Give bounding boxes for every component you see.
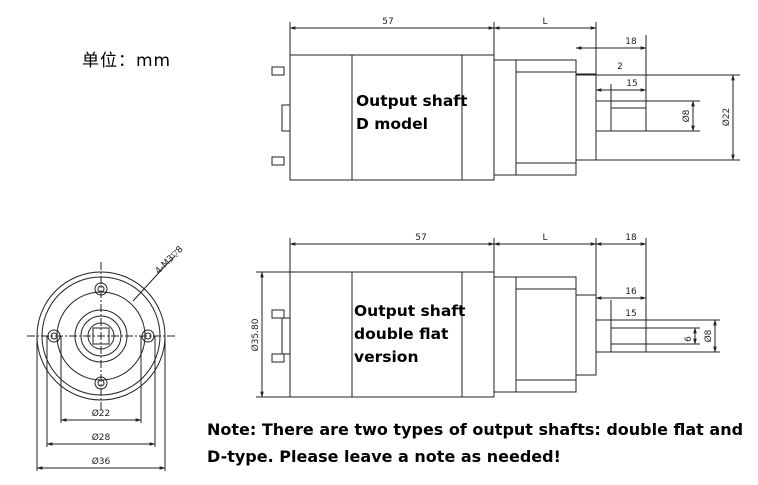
bottom-dim-across-flats: 6 [684,336,694,342]
end-dim-d22: Ø22 [92,408,111,419]
bottom-dim-flat-length: 16 [625,287,637,297]
top-view-label-line2: D model [356,115,428,133]
note-text: Note: There are two types of output shaf… [207,420,744,466]
bottom-dim-body-length: 57 [415,233,426,243]
bottom-dim-shaft-length: 18 [625,233,637,243]
bottom-dim-flat: 15 [625,309,636,319]
bottom-view-label-line3: version [354,348,419,366]
unit-label: 单位：mm [82,51,172,71]
top-dim-shaft-diameter: Ø8 [681,109,692,122]
bottom-view-label-line1: Output shaft [354,302,466,320]
end-dim-d28: Ø28 [92,432,111,443]
bottom-view-label-line2: double flat [354,325,449,343]
top-dim-body-length: 57 [382,17,393,27]
bottom-dim-body-diameter: Ø35.80 [250,318,261,351]
end-dim-hole-callout: 4-M3▽8 [154,244,186,276]
bottom-dim-gearbox-length: L [542,233,547,243]
bottom-motor-view [256,238,720,398]
end-dim-d36: Ø36 [92,456,111,467]
top-view-label: Output shaft D model [356,90,467,136]
end-view [27,255,176,471]
top-dim-step: 2 [617,62,623,72]
bottom-view-label: Output shaft double flat version [354,300,465,369]
bottom-dim-shaft-diameter: Ø8 [703,329,714,342]
top-dim-shaft-length: 18 [625,37,637,47]
top-dim-gearbox-length: L [542,17,547,27]
top-view-label-line1: Output shaft [356,92,468,110]
top-motor-view [271,22,740,181]
top-dim-boss-diameter: Ø22 [721,108,732,127]
top-dim-flat-length: 15 [626,79,637,89]
